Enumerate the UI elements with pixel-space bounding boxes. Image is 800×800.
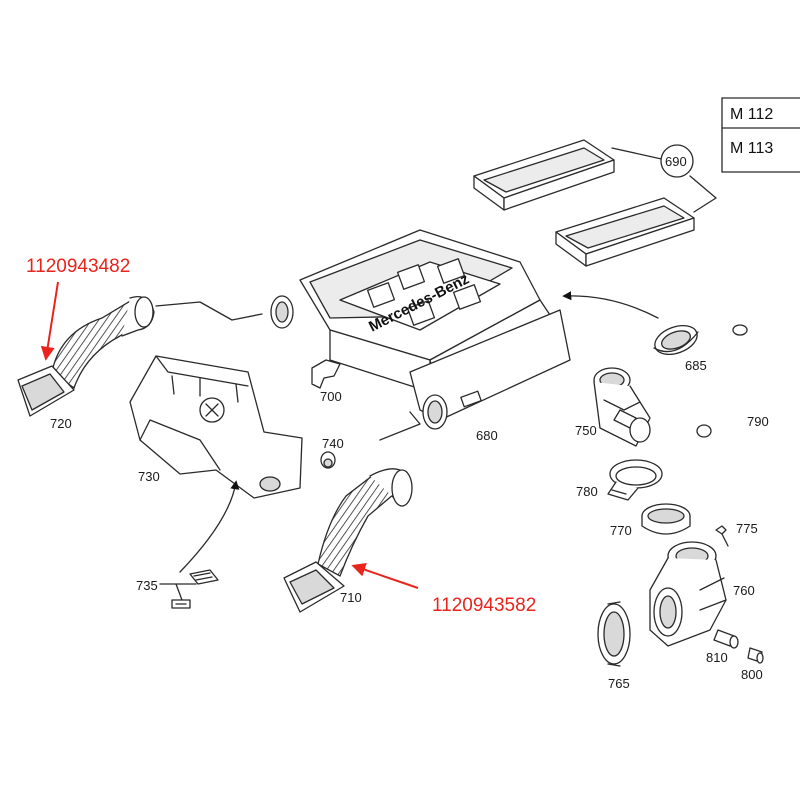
label-780: 780 xyxy=(576,484,598,499)
label-750: 750 xyxy=(575,423,597,438)
label-700: 700 xyxy=(320,389,342,404)
callout-upper: 1120943482 xyxy=(26,256,130,361)
part-710-intake-duct: 710 xyxy=(283,468,413,613)
callout-upper-text: 1120943482 xyxy=(26,256,130,277)
label-765: 765 xyxy=(608,676,630,691)
part-740-grommet: 740 xyxy=(320,436,344,469)
part-750-air-mass-sensor: 750 xyxy=(575,367,651,447)
part-810-bolt: 810 xyxy=(706,629,739,665)
label-685: 685 xyxy=(685,358,707,373)
callout-lower: 1120943582 xyxy=(351,563,536,616)
part-720-intake-duct: 720 xyxy=(17,295,155,431)
label-735: 735 xyxy=(136,578,158,593)
part-735-clips: 735 xyxy=(136,569,219,609)
part-730-engine-cover: 730 xyxy=(129,355,303,499)
part-775-screw: 775 xyxy=(715,521,758,547)
callout-lower-text: 1120943582 xyxy=(432,595,536,616)
model-table: M 112 M 113 xyxy=(721,97,800,173)
part-790-vent-hose: 790 xyxy=(696,324,769,438)
label-760: 760 xyxy=(733,583,755,598)
label-800: 800 xyxy=(741,667,763,682)
label-790: 790 xyxy=(747,414,769,429)
label-775: 775 xyxy=(736,521,758,536)
label-740: 740 xyxy=(322,436,344,451)
part-780-hose-clamp: 780 xyxy=(576,459,663,501)
label-810: 810 xyxy=(706,650,728,665)
label-690: 690 xyxy=(665,154,687,169)
part-760-throttle-housing: 760 xyxy=(649,541,755,647)
label-770: 770 xyxy=(610,523,632,538)
label-730: 730 xyxy=(138,469,160,484)
part-765-seal-ring: 765 xyxy=(597,601,631,691)
model-m112: M 112 xyxy=(730,106,773,123)
part-700-clip: 700 xyxy=(311,359,342,404)
part-800-sleeve: 800 xyxy=(741,647,764,682)
part-680-air-filter-housing: Mercedes-Benz 680 xyxy=(155,229,571,443)
part-685-seal-ring: 685 xyxy=(653,325,707,373)
model-m113: M 113 xyxy=(730,140,773,157)
part-770-seal: 770 xyxy=(610,503,691,538)
label-710: 710 xyxy=(340,590,362,605)
label-720: 720 xyxy=(50,416,72,431)
part-690-filter-elements: 690 xyxy=(473,139,717,267)
label-680: 680 xyxy=(476,428,498,443)
